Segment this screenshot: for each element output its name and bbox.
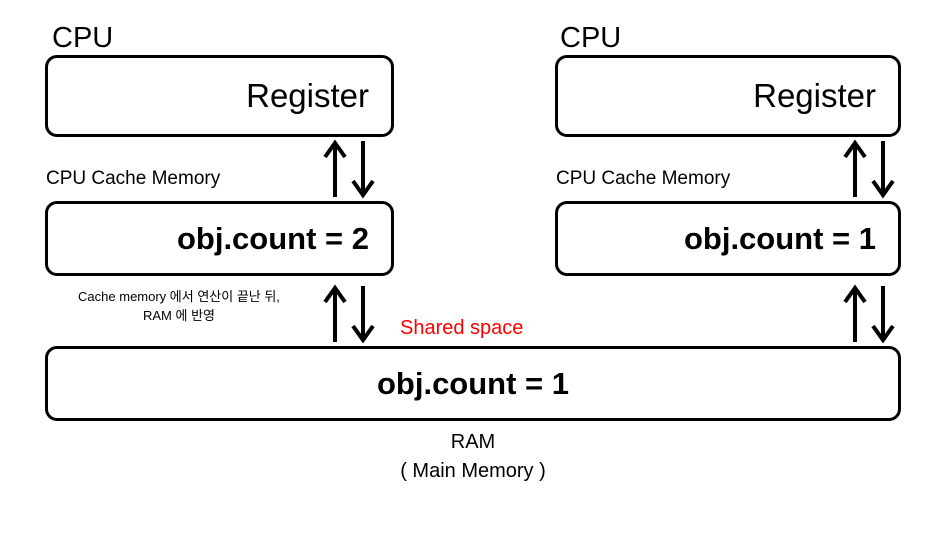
register-label-left: Register	[246, 77, 369, 114]
arrow-pair-register-cache-left	[323, 139, 375, 199]
cache-label-left: CPU Cache Memory	[46, 168, 221, 189]
ram-caption-line-2: ( Main Memory )	[400, 460, 546, 482]
annotation-line-1: Cache memory 에서 연산이 끝난 뒤,	[78, 289, 280, 304]
arrow-pair-register-cache-right	[843, 139, 895, 199]
ram-box: obj.count = 1	[45, 346, 901, 421]
ram-caption-line-1: RAM	[450, 431, 496, 453]
cpu-label-left: CPU	[52, 22, 114, 54]
cache-writeback-annotation: Cache memory 에서 연산이 끝난 뒤, RAM 에 반영	[34, 288, 324, 326]
register-label-right: Register	[753, 77, 876, 114]
cpu-register-box-left: Register	[45, 55, 394, 137]
cpu-cache-box-right: obj.count = 1	[555, 201, 901, 276]
arrow-pair-cache-ram-right	[843, 284, 895, 344]
ram-caption: RAM ( Main Memory )	[45, 428, 901, 486]
ram-value: obj.count = 1	[376, 365, 570, 401]
arrow-pair-cache-ram-left	[323, 284, 375, 344]
cpu-register-box-right: Register	[555, 55, 901, 137]
shared-space-label: Shared space	[400, 317, 524, 339]
cache-value-right: obj.count = 1	[683, 220, 876, 256]
cache-label-right: CPU Cache Memory	[556, 168, 731, 189]
annotation-line-2: RAM 에 반영	[143, 307, 215, 323]
cpu-label-right: CPU	[560, 22, 622, 54]
cache-value-left: obj.count = 2	[176, 220, 369, 256]
cpu-cache-box-left: obj.count = 2	[45, 201, 394, 276]
